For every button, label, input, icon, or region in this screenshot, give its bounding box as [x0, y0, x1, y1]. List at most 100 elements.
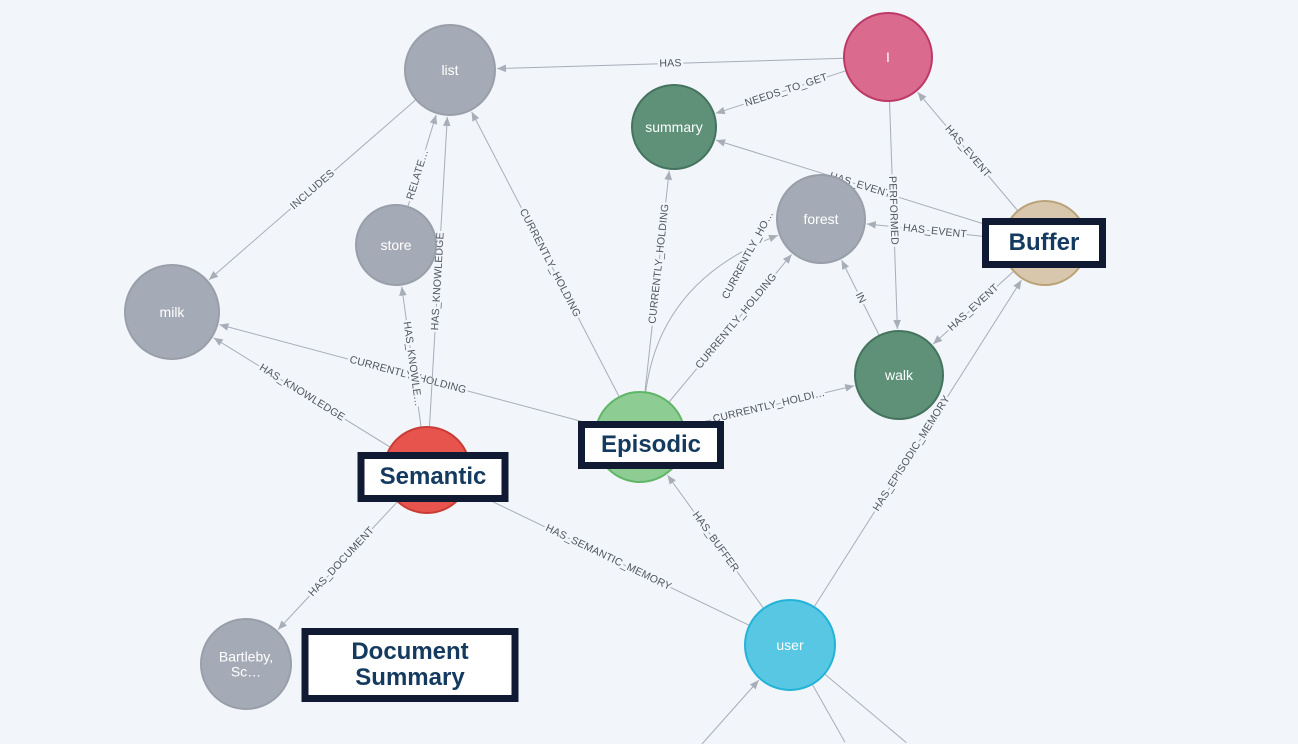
- edge-arrowhead: [715, 139, 726, 147]
- node-caption: milk: [160, 304, 186, 320]
- edge-line: [932, 270, 1015, 345]
- edge-ext-user[interactable]: [701, 678, 762, 744]
- edge-label: HAS_BUFFER: [690, 509, 742, 574]
- edge-semantic-bartleby[interactable]: HAS_DOCUMENT: [275, 501, 399, 632]
- edge-line: [715, 139, 1006, 231]
- edge-arrowhead: [844, 384, 855, 392]
- edge-label: IN: [853, 290, 869, 305]
- edge-arrowhead: [667, 475, 676, 485]
- edge-walk-forest[interactable]: IN: [838, 258, 880, 336]
- node-walk[interactable]: walk: [854, 330, 944, 420]
- edge-line: [824, 673, 907, 744]
- edge-arrowhead: [219, 323, 230, 331]
- edge-label: CURRENTLY_HOLDING: [646, 203, 671, 324]
- edge-line: [467, 489, 750, 626]
- annotation-buffer: Buffer: [982, 218, 1106, 268]
- edge-label: CURRENTLY_HOLDING: [517, 207, 583, 320]
- edge-arrowhead: [893, 319, 901, 330]
- node-circle: [843, 12, 933, 102]
- node-circle: [854, 330, 944, 420]
- edge-episodic-list[interactable]: CURRENTLY_HOLDING: [468, 110, 620, 398]
- edge-line: [471, 111, 620, 398]
- edge-arrowhead: [866, 221, 877, 229]
- edge-user-ext[interactable]: [811, 683, 846, 743]
- edge-episodic-walk[interactable]: CURRENTLY_HOLDI…: [683, 382, 855, 428]
- edge-buffer-walk[interactable]: HAS_EVENT: [931, 270, 1015, 347]
- annotation-episodic: Episodic: [578, 421, 724, 469]
- edge-i-list[interactable]: HAS: [496, 55, 845, 72]
- edge-line: [644, 170, 670, 393]
- edge-arrowhead: [664, 170, 672, 181]
- node-list[interactable]: list: [404, 24, 496, 116]
- edge-line: [715, 70, 847, 114]
- edge-line: [683, 385, 855, 428]
- edge-buffer-i[interactable]: HAS_EVENT: [915, 90, 1019, 212]
- edge-episodic-summary[interactable]: CURRENTLY_HOLDING: [644, 170, 674, 393]
- edge-arrowhead: [278, 620, 287, 630]
- node-i[interactable]: I: [843, 12, 933, 102]
- node-circle: [776, 174, 866, 264]
- edge-line: [889, 100, 898, 330]
- edge-arrowhead: [429, 114, 438, 125]
- edge-line: [277, 501, 399, 630]
- edge-label: PERFORMED: [886, 176, 900, 245]
- edge-semantic-store[interactable]: HAS_KNOWLE…: [398, 286, 427, 428]
- edge-label: HAS: [659, 57, 682, 70]
- edge-arrowhead: [768, 234, 778, 243]
- node-user[interactable]: user: [744, 599, 836, 691]
- edge-arrowhead: [933, 335, 943, 345]
- node-circle: [744, 599, 836, 691]
- edge-line: [668, 254, 793, 403]
- edge-label: NEEDS_TO_GET: [743, 71, 829, 109]
- node-caption: list: [441, 62, 458, 78]
- edge-arrowhead: [1013, 280, 1022, 290]
- edge-label: HAS_SEMANTIC_MEMORY: [544, 522, 674, 593]
- node-forest[interactable]: forest: [776, 174, 866, 264]
- annotation-semantic: Semantic: [357, 452, 509, 502]
- edge-label: HAS_EVENT: [946, 281, 1002, 333]
- edge-line: [496, 57, 845, 70]
- node-circle: [124, 264, 220, 360]
- node-circle: [200, 618, 292, 710]
- node-store[interactable]: store: [355, 204, 437, 286]
- edge-label: HAS_EVENT: [942, 123, 993, 180]
- edge-user-buffer[interactable]: HAS_EPISODIC_MEMORY: [813, 278, 1025, 608]
- edge-i-summary[interactable]: NEEDS_TO_GET: [715, 69, 847, 117]
- edge-i-walk[interactable]: PERFORMED: [884, 100, 903, 330]
- edge-arrowhead: [715, 106, 726, 115]
- edge-user-semantic[interactable]: HAS_SEMANTIC_MEMORY: [466, 486, 750, 626]
- edge-semantic-milk[interactable]: HAS_KNOWLEDGE: [212, 335, 391, 448]
- node-caption: walk: [884, 367, 914, 383]
- edge-user-episodic[interactable]: HAS_BUFFER: [664, 473, 765, 609]
- edge-line: [841, 259, 880, 336]
- edge-label: INCLUDES: [288, 167, 337, 212]
- edge-line: [407, 114, 437, 207]
- annotation-document-summary: Document Summary: [301, 628, 519, 702]
- edge-line: [667, 474, 765, 609]
- node-milk[interactable]: milk: [124, 264, 220, 360]
- edge-line: [866, 223, 1004, 240]
- node-circle: [631, 84, 717, 170]
- edge-arrowhead: [917, 92, 927, 102]
- edge-arrowhead: [841, 260, 849, 270]
- node-summary[interactable]: summary: [631, 84, 717, 170]
- edge-label: HAS_KNOWLEDGE: [257, 362, 347, 424]
- edge-label: HAS_EVENT: [902, 222, 968, 241]
- edge-line: [813, 279, 1022, 608]
- edge-arrowhead: [213, 337, 224, 346]
- node-caption: forest: [803, 211, 838, 227]
- edge-user-ext[interactable]: [824, 673, 907, 744]
- node-caption: store: [380, 237, 411, 253]
- edge-line: [701, 679, 760, 744]
- edge-arrowhead: [399, 286, 407, 297]
- edge-arrowhead: [471, 111, 480, 122]
- edge-line: [645, 234, 779, 393]
- edge-line: [213, 337, 391, 448]
- edge-store-list[interactable]: RELATE…: [402, 114, 439, 207]
- node-bartleby[interactable]: Bartleby,Sc…: [200, 618, 292, 710]
- node-caption: user: [776, 637, 804, 653]
- edge-label: CURRENTLY_HOLDI…: [712, 387, 827, 425]
